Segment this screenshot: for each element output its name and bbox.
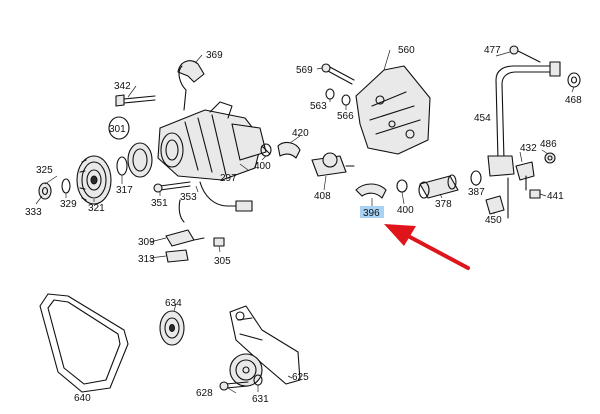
label-454: 454 [474, 113, 491, 124]
label-400b: 400 [397, 205, 414, 216]
label-468: 468 [565, 95, 582, 106]
bolt-569 [321, 63, 355, 85]
label-450: 450 [485, 215, 502, 226]
washer-566 [341, 94, 351, 106]
label-342: 342 [114, 81, 131, 92]
label-566: 566 [337, 111, 354, 122]
label-441: 441 [547, 191, 564, 202]
valve-378 [418, 174, 459, 199]
pointer-arrow [384, 224, 470, 270]
gasket-468 [567, 72, 581, 88]
plug-441 [529, 189, 541, 199]
pulley-634 [159, 310, 185, 346]
label-321: 321 [88, 203, 105, 214]
valve-408 [311, 152, 355, 177]
label-313: 313 [138, 254, 155, 265]
washer-329 [61, 178, 71, 194]
clip-313 [165, 249, 189, 263]
plug-305 [213, 237, 225, 247]
sender-450 [485, 177, 509, 219]
bolt-477 [509, 45, 541, 63]
ring-317 [116, 156, 128, 176]
label-563: 563 [310, 101, 327, 112]
bolt-351 [153, 181, 191, 193]
pulley-321 [76, 155, 112, 205]
label-628: 628 [196, 388, 213, 399]
bolt-342 [115, 94, 156, 107]
pipe-454 [487, 61, 561, 177]
hose-420 [277, 141, 301, 159]
v-belt-640 [39, 293, 129, 393]
label-351: 351 [151, 198, 168, 209]
label-329: 329 [60, 199, 77, 210]
label-634: 634 [165, 298, 182, 309]
hose-369 [177, 60, 205, 111]
label-378: 378 [435, 199, 452, 210]
label-432: 432 [520, 143, 537, 154]
nut-387 [470, 170, 482, 186]
bolt-628 [219, 381, 249, 391]
pulley-plate-301 [108, 116, 153, 178]
label-486: 486 [540, 139, 557, 150]
tensioner-625 [229, 305, 301, 387]
nut-333 [38, 182, 52, 200]
leader-lines [35, 49, 575, 394]
label-625: 625 [292, 372, 309, 383]
sensor-432 [515, 161, 535, 191]
label-400a: 400 [254, 161, 271, 172]
label-560: 560 [398, 45, 415, 56]
elbow-396 [355, 183, 387, 199]
washer-563 [325, 88, 335, 100]
label-387: 387 [468, 187, 485, 198]
label-408: 408 [314, 191, 331, 202]
label-301: 301 [109, 124, 126, 135]
label-317: 317 [116, 185, 133, 196]
label-353: 353 [180, 192, 197, 203]
label-420: 420 [292, 128, 309, 139]
wire-353 [178, 181, 253, 223]
label-631: 631 [252, 394, 269, 405]
label-569: 569 [296, 65, 313, 76]
nut-486 [544, 152, 556, 164]
connector-309 [165, 229, 205, 247]
label-309: 309 [138, 237, 155, 248]
label-477: 477 [484, 45, 501, 56]
label-325: 325 [36, 165, 53, 176]
label-305: 305 [214, 256, 231, 267]
part-labels: 369 342 301 325 333 329 321 317 351 353 … [25, 45, 582, 405]
label-396: 396 [363, 208, 380, 219]
label-640: 640 [74, 393, 91, 404]
label-333: 333 [25, 207, 42, 218]
clamp-400b [396, 179, 408, 193]
highlight-box-396 [360, 206, 384, 218]
label-297: 297 [220, 173, 237, 184]
bracket-560 [355, 65, 431, 155]
air-pump-297 [157, 101, 267, 181]
label-369: 369 [206, 50, 223, 61]
